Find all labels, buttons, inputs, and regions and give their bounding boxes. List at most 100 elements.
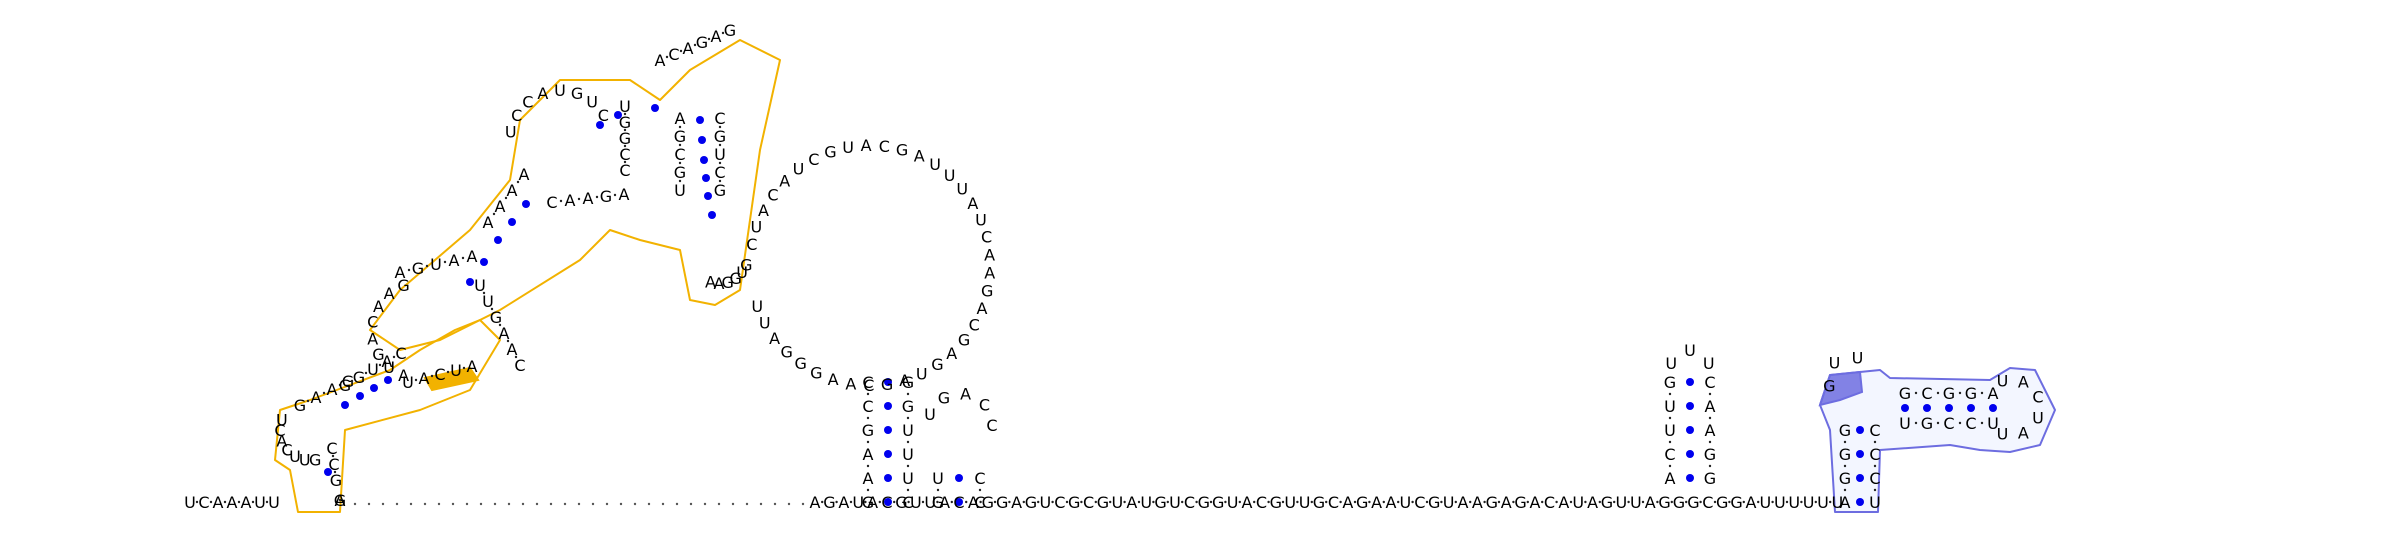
highlight-layer (274, 39, 2056, 513)
backbone-link (1353, 500, 1357, 504)
helix-a-highlight-strand: U (402, 373, 414, 392)
backbone-link (1094, 500, 1098, 504)
base-pair-dot (698, 136, 706, 144)
main-nucleotide: C (1184, 493, 1195, 512)
main-nucleotide: A (838, 493, 849, 512)
hairpin-f-left: U (1664, 421, 1676, 440)
hairpin-g-loop: A (2018, 424, 2029, 443)
backbone-link (446, 370, 450, 374)
backbone-link (906, 488, 910, 492)
backbone-link (1051, 500, 1054, 504)
helix-c-bottom: A (714, 274, 725, 293)
big-loop: A (828, 370, 839, 389)
backbone-link (1641, 500, 1645, 504)
main-nucleotide: G (982, 493, 994, 512)
backbone-link (1699, 500, 1702, 504)
helix-b-strand: A (395, 263, 406, 282)
hairpin-g-top: A (1988, 384, 1999, 403)
backbone-link (878, 500, 881, 504)
big-loop: U (751, 297, 763, 316)
main-nucleotide: U (1140, 493, 1152, 512)
hairpin-f-loop: U (1703, 354, 1715, 373)
backbone-link (1771, 500, 1774, 504)
backbone-link (1670, 500, 1674, 504)
hairpin-e-left: U (932, 469, 944, 488)
backbone-link (1914, 391, 1918, 395)
helix-b-strand: A (467, 247, 478, 266)
base-pair-dot (1856, 474, 1864, 482)
hairpin-g-top: G (1943, 384, 1955, 403)
base-pair-dot (700, 156, 708, 164)
main-nucleotide: U (924, 493, 936, 512)
main-nucleotide: U (1616, 493, 1628, 512)
backbone-link (1238, 500, 1242, 504)
main-nucleotide: G (1212, 493, 1224, 512)
backbone-link (849, 500, 853, 504)
hairpin-g-stem-left: G (1839, 445, 1851, 464)
backbone-link (1310, 500, 1314, 504)
backbone-link (333, 470, 337, 474)
backbone-link (1757, 500, 1760, 504)
main-nucleotide: G (1486, 493, 1498, 512)
backbone-link (1914, 421, 1918, 425)
backbone-link (1181, 500, 1184, 504)
backbone-link (693, 43, 697, 47)
base-pair-dot (708, 211, 716, 219)
gap-dot (577, 502, 581, 506)
hairpin-f-left: U (1664, 397, 1676, 416)
helix-a-loop: U (289, 447, 301, 466)
main-nucleotide: A (867, 493, 878, 512)
backbone-link (1936, 391, 1940, 395)
helix-c-left: G (674, 127, 686, 146)
backbone-link (251, 500, 255, 504)
gap-dot (759, 502, 763, 506)
gap-dot (591, 502, 595, 506)
backbone-link (1800, 500, 1803, 504)
backbone-link (1958, 421, 1962, 425)
hairpin-g-entry: G (1823, 377, 1835, 396)
helix-a-loop: A (276, 431, 287, 450)
main-nucleotide: U (1299, 493, 1311, 512)
big-loop: C (767, 185, 778, 204)
main-nucleotide: A (1587, 493, 1598, 512)
helix-c-right: G (714, 127, 726, 146)
backbone-link (1742, 500, 1746, 504)
helix-a-strand: C (328, 455, 339, 474)
backbone-link (1873, 464, 1877, 468)
big-loop: G (958, 331, 970, 350)
main-nucleotide: A (1242, 493, 1253, 512)
backbone-link (265, 500, 269, 504)
backbone-link (1785, 500, 1789, 504)
gap-dot (647, 502, 651, 506)
stem-d-right: G (902, 397, 914, 416)
base-pair-dot (356, 392, 364, 400)
big-loop: A (914, 147, 925, 166)
helix-b-loop-top: U (505, 122, 517, 141)
base-pair-dot (1686, 402, 1694, 410)
main-nucleotide: A (1746, 493, 1757, 512)
hairpin-g-stem-left: G (1839, 469, 1851, 488)
helix-b-loop-left: A (373, 297, 384, 316)
gap-dot (521, 502, 525, 506)
hairpin-e-loop: C (979, 395, 990, 414)
backbone-link (721, 31, 725, 35)
helix-a-strand: G (342, 372, 354, 391)
hairpin-f-loop: U (1684, 341, 1696, 360)
gap-dot (479, 502, 483, 506)
main-nucleotide: G (1673, 493, 1685, 512)
gap-dot (381, 502, 385, 506)
hairpin-g-loop: A (2018, 372, 2029, 391)
hairpin-e-loop: U (924, 405, 936, 424)
backbone-link (1296, 500, 1299, 504)
helix-b-strand: A (449, 251, 460, 270)
helix-b-loop-left: A (398, 366, 409, 385)
gap-dot (395, 502, 399, 506)
main-nucleotide: U (1832, 493, 1844, 512)
stem-d-right: U (902, 421, 914, 440)
helix-c-right: C (714, 109, 725, 128)
base-pair-dot (480, 258, 488, 266)
helix-a-strand: G (294, 396, 306, 415)
hairpin-g-bottom: G (1921, 414, 1933, 433)
helix-b-tail-right: U (619, 97, 631, 116)
hairpin-g-loop: U (1997, 372, 2009, 391)
